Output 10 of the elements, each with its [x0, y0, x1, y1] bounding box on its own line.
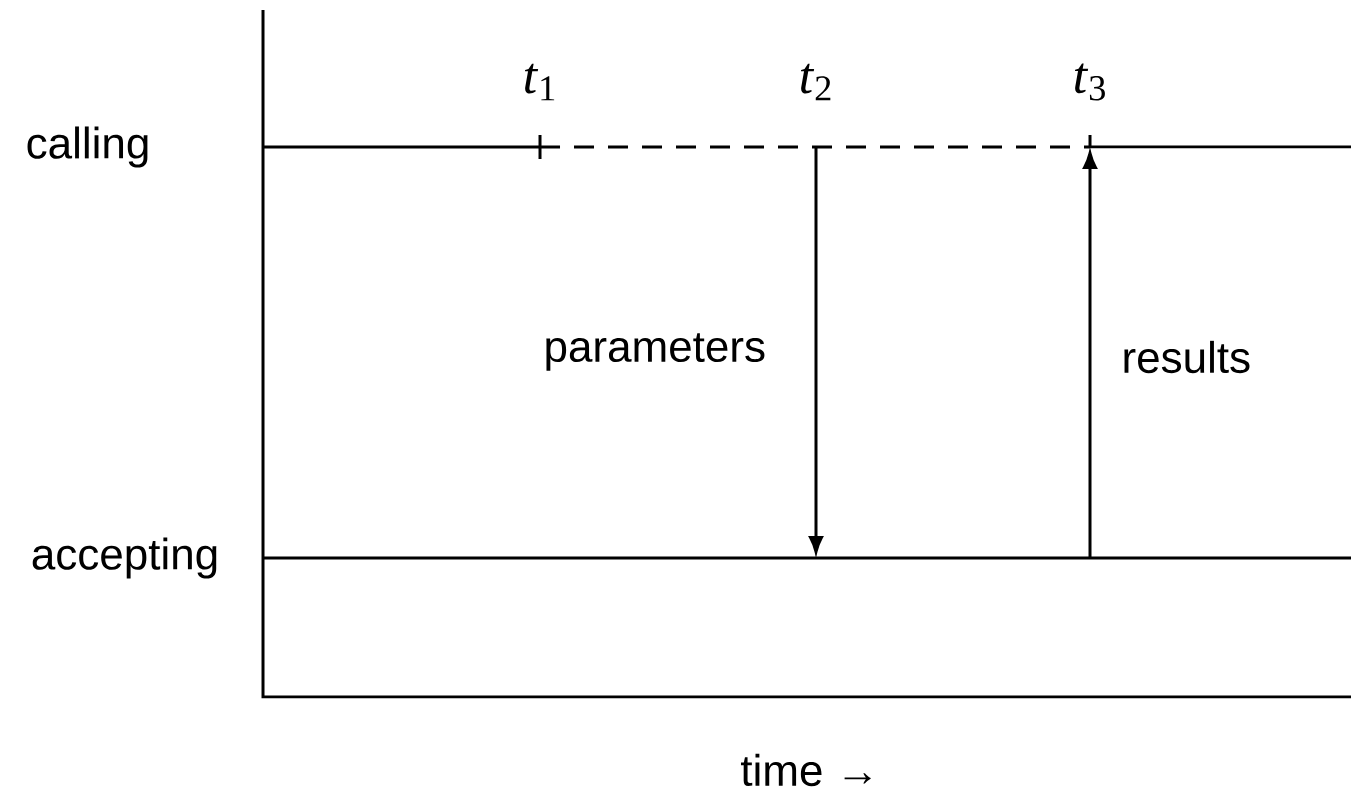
- timeline: [263, 556, 1351, 560]
- time-marker: t$_{2}$: [800, 63, 831, 101]
- arrow: [809, 147, 823, 554]
- edge-label: results: [1124, 340, 1250, 374]
- timeline-label: accepting: [32, 537, 217, 579]
- timeline: [263, 135, 1351, 159]
- axis-label: time →: [741, 753, 871, 787]
- edge-label: parameters: [546, 333, 765, 371]
- timeline-label: calling: [27, 126, 148, 168]
- arrow: [1083, 151, 1097, 558]
